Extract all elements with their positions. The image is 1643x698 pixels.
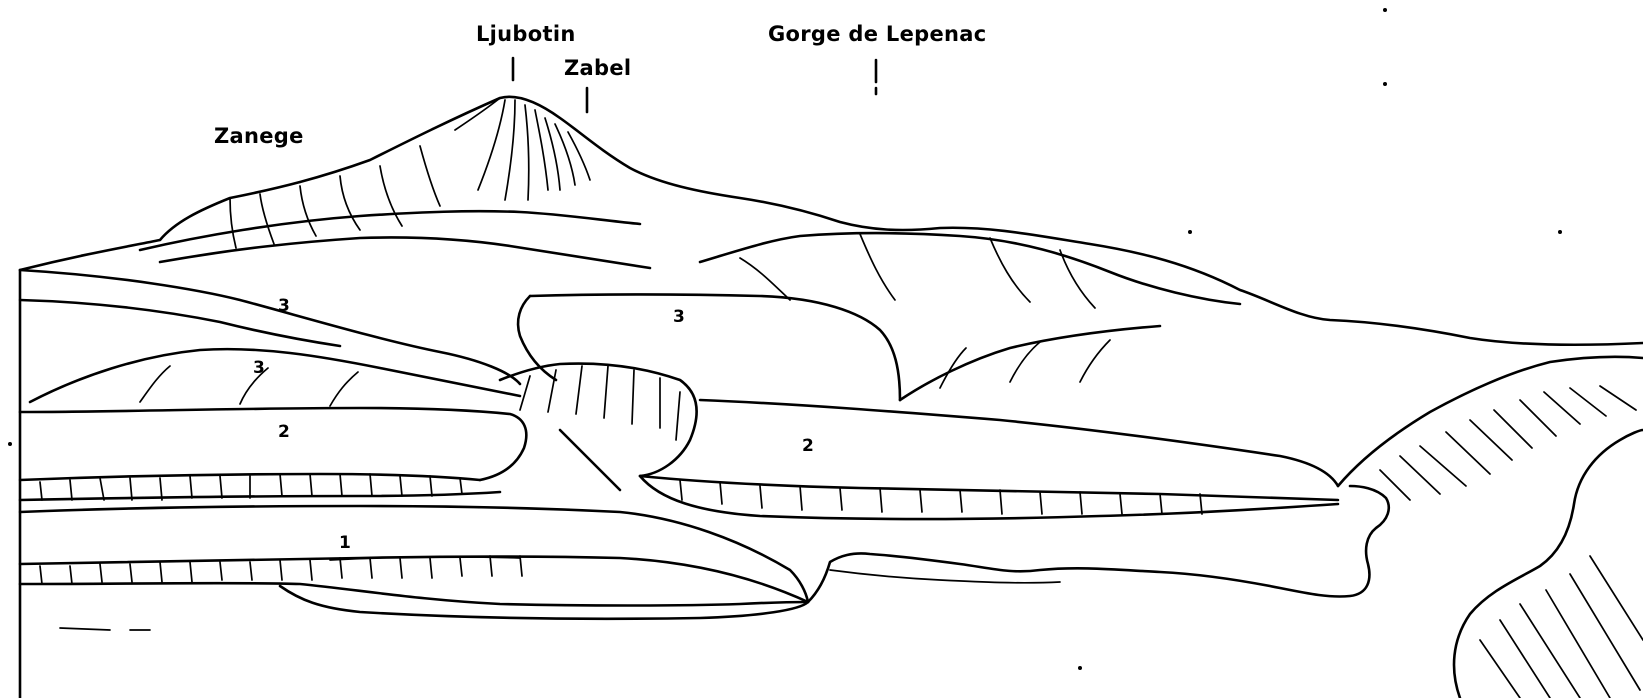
foreground-ticks <box>60 628 150 630</box>
terrace-2-left-surface <box>20 408 526 480</box>
label-zanege: Zanege <box>214 124 304 148</box>
right-hill-hatching-upper <box>1380 386 1636 500</box>
terrace-2-right-base <box>640 476 1338 500</box>
terrace-3-east-edge <box>900 326 1160 400</box>
terrace-1-base <box>20 557 808 603</box>
terrace-3-upper-edge <box>20 270 520 384</box>
gorge-hatching <box>520 366 680 440</box>
terrace-2-left-riser-base <box>20 492 500 500</box>
right-hill-inner-ridge <box>1454 430 1643 698</box>
label-gorge-de-lepenac: Gorge de Lepenac <box>768 22 986 46</box>
unit-label-3: 3 <box>673 307 685 327</box>
terrace-2-right-surface <box>700 400 1338 486</box>
speck <box>1558 230 1562 234</box>
east-foothill-gullies <box>740 234 1095 308</box>
unit-label-1: 1 <box>339 533 351 553</box>
valley-floor-scarp <box>808 486 1389 602</box>
foothill-line-lower <box>160 237 650 268</box>
terrace-1-riser-base <box>20 583 808 605</box>
terrace-3-lower-scarp <box>30 349 520 402</box>
terrace-1 <box>20 506 808 619</box>
right-hill-crest <box>1338 357 1643 486</box>
label-ljubotin: Ljubotin <box>476 22 576 46</box>
terrace-3-inner-line <box>20 300 340 346</box>
terrace-3 <box>20 295 1160 407</box>
gorge-cut <box>500 364 697 490</box>
unit-label-3: 3 <box>253 358 265 378</box>
print-specks <box>8 8 1562 670</box>
terrace-3-scarp-gullies <box>140 366 358 406</box>
west-slope-gullies <box>230 146 440 248</box>
foothill-line-upper <box>140 211 640 250</box>
label-zabel: Zabel <box>564 56 631 80</box>
east-foothill-line <box>700 233 1240 304</box>
speck <box>1383 8 1387 12</box>
unit-label-3: 3 <box>278 296 290 316</box>
terrace-2 <box>20 400 1338 519</box>
right-hill <box>1338 357 1643 698</box>
gorge-floor-line <box>560 430 620 490</box>
peak-hatching <box>455 98 590 200</box>
terrace-3-center-surface <box>530 295 900 401</box>
speck <box>8 442 12 446</box>
speck <box>1383 82 1387 86</box>
right-hill-hatching-lower <box>1480 556 1643 698</box>
unit-label-2: 2 <box>278 422 290 442</box>
terrace-1-surface <box>20 506 808 602</box>
speck <box>1078 666 1082 670</box>
unit-label-2: 2 <box>802 436 814 456</box>
speck <box>1188 230 1192 234</box>
